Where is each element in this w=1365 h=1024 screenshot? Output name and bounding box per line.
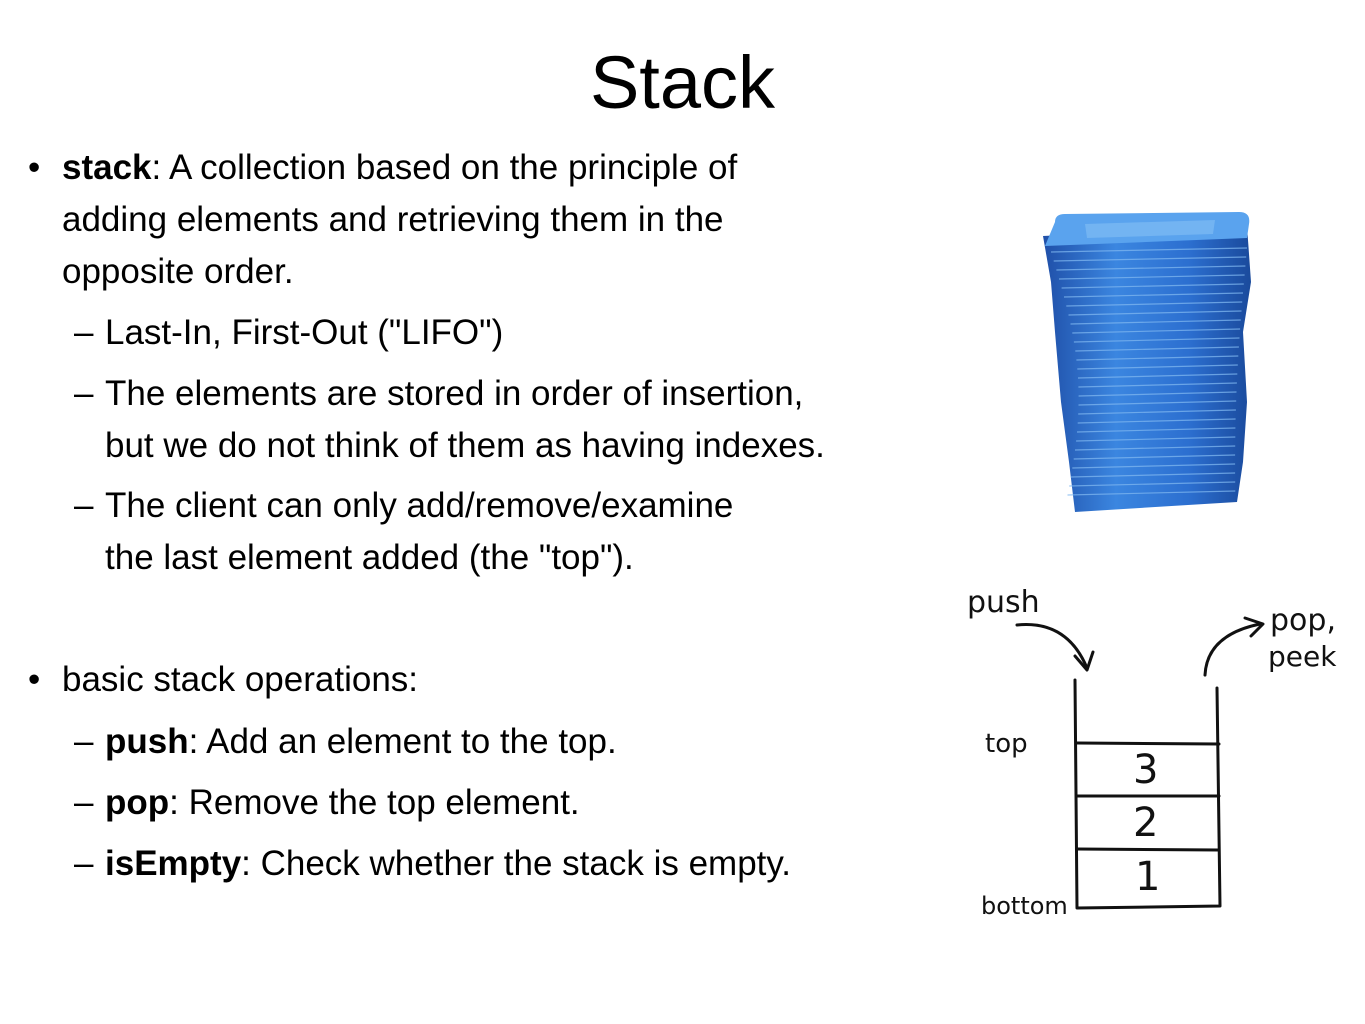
pop-label: pop, [1270,603,1336,638]
sub-insertion-line2: but we do not think of them as having in… [105,426,825,465]
bullet-glyph: • [28,660,41,699]
op-push: push: Add an element to the top. [105,716,617,768]
tray-edge [1056,265,1246,271]
cell-value: 3 [1133,747,1158,793]
tray-edge [1076,427,1236,433]
tray-edge [1058,274,1245,280]
op-push-desc: : Add an element to the top. [188,722,617,761]
tray-edge [1074,445,1236,451]
bullet-stack-line2: adding elements and retrieving them in t… [62,200,724,239]
dash-glyph: – [74,783,94,822]
tray-edge [1077,418,1236,424]
tray-edge [1070,472,1236,478]
tray-edge [1053,256,1247,262]
pop-arrowhead [1243,616,1265,638]
term-pop: pop [105,783,170,822]
op-isempty: isEmpty: Check whether the stack is empt… [105,838,791,890]
top-label: top [985,729,1028,759]
op-pop-desc: : Remove the top element. [169,783,580,822]
cell-value: 1 [1135,854,1160,900]
push-arrowhead [1073,650,1095,672]
tray-edge [1067,490,1236,496]
sub-lifo: Last-In, First-Out ("LIFO") [105,313,504,352]
tray-edge [1073,454,1236,460]
tray-stack-image [1043,212,1251,512]
tray-edge [1078,400,1237,406]
dash-glyph: – [74,374,94,413]
bullet-stack-line1: stack: A collection based on the princip… [62,142,737,194]
tray-edge [1061,283,1244,289]
sub-insertion-line1: The elements are stored in order of inse… [105,374,804,413]
tray-edge [1072,463,1236,469]
cell-divider [1075,847,1221,852]
term-stack: stack [62,148,152,187]
tray-edge [1073,337,1240,343]
peek-label: peek [1268,640,1337,673]
tray-edge [1063,292,1244,298]
tray-edge [1069,481,1236,487]
push-label: push [967,585,1040,620]
tray-edge [1076,436,1236,442]
tray-edge [1078,409,1236,415]
pop-arrow [1203,622,1262,677]
cell-value: 2 [1133,800,1158,846]
slide-title: Stack [589,41,776,124]
tray-edge [1072,328,1241,334]
bullet-operations: basic stack operations: [62,660,419,699]
term-isempty: isEmpty [105,844,242,883]
tray-edge [1066,301,1243,307]
bullet-stack-text: : A collection based on the principle of [151,148,738,187]
dash-glyph: – [74,486,94,525]
sub-client-line1: The client can only add/remove/examine [105,486,734,525]
stack-diagram: push pop, peek top bottom 3 2 1 [967,585,1337,920]
op-pop: pop: Remove the top element. [105,777,580,829]
bullet-stack-line3: opposite order. [62,252,294,291]
push-arrow [1015,623,1089,670]
bullet-glyph: • [28,148,41,187]
tray-edge [1077,373,1238,379]
op-isempty-desc: : Check whether the stack is empty. [241,844,792,883]
tray-edge [1077,364,1238,370]
tray-edge [1078,391,1237,397]
dash-glyph: – [74,722,94,761]
tray-edge [1078,382,1237,388]
tray-edge [1070,319,1241,325]
tray-edge [1075,346,1239,352]
tray-edge [1076,355,1239,361]
dash-glyph: – [74,844,94,883]
tray-edge [1050,247,1248,253]
sub-client-line2: the last element added (the "top"). [105,538,634,577]
bottom-label: bottom [981,892,1068,920]
tray-edge [1068,310,1242,316]
term-push: push [105,722,189,761]
dash-glyph: – [74,313,94,352]
cell-divider [1075,741,1221,746]
